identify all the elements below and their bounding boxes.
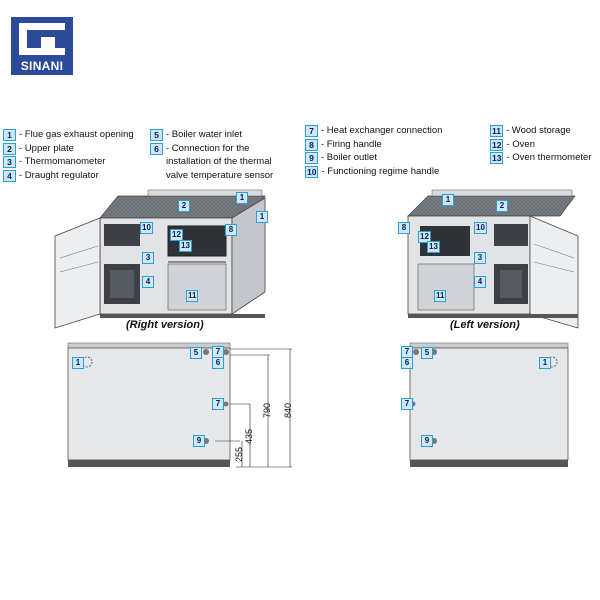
legend-item-5: 5- Boiler water inlet: [150, 128, 273, 142]
callout-6-rear-right: 6: [212, 357, 224, 369]
callout-10-right: 10: [140, 222, 153, 234]
inlet-5-right: [203, 349, 209, 355]
upper-plate-left: [407, 195, 576, 217]
legend-column-2: 5- Boiler water inlet 6- Connection for …: [150, 128, 273, 182]
dimension-435: 435: [244, 428, 254, 444]
callout-8-left: 8: [398, 222, 410, 234]
rear-top-left: [409, 342, 569, 349]
callout-5-rear-right: 5: [190, 347, 202, 359]
open-door-right: [529, 215, 579, 329]
firebox-window-left: [500, 270, 522, 298]
caption-left-version: (Left version): [450, 319, 520, 331]
callout-1-right: 1: [236, 192, 248, 204]
callout-7-rear-right: 7: [212, 398, 224, 410]
right-version-view: [54, 189, 266, 329]
legend-column-4: 11- Wood storage 12- Oven 13- Oven therm…: [490, 124, 591, 165]
left-version-view: [407, 189, 579, 329]
callout-10-left: 10: [474, 222, 487, 234]
top-back-rail-right: [147, 189, 263, 197]
legend-item-12: 12- Oven: [490, 138, 535, 151]
firebox-window-right: [110, 270, 134, 298]
callout-7-top-rear-left: 7: [401, 346, 413, 358]
conn-7-top-left: [413, 349, 419, 355]
callout-7-top-rear-right: 7: [212, 346, 224, 358]
callout-1-rear-right: 1: [72, 357, 84, 369]
upper-door-left: [494, 224, 528, 246]
conn-7-right: [223, 401, 229, 407]
open-door-left: [54, 217, 101, 329]
legend-item-7: 7- Heat exchanger connection: [305, 124, 442, 138]
callout-13-left: 13: [427, 241, 440, 253]
right-rear-view: [67, 342, 292, 468]
base-right: [100, 314, 265, 318]
callout-12-right: 12: [170, 229, 183, 241]
legend-item-9: 9- Boiler outlet: [305, 151, 442, 165]
callout-1-left: 1: [442, 194, 454, 206]
rear-top-right: [67, 342, 231, 349]
callout-11-left: 11: [434, 290, 447, 302]
legend-item-4: 4- Draught regulator: [3, 169, 134, 183]
callout-4-left: 4: [474, 276, 486, 288]
logo-mark: [19, 23, 65, 55]
legend-item-1: 1- Flue gas exhaust opening: [3, 128, 134, 142]
legend-item-11: 11- Wood storage: [490, 125, 571, 137]
callout-6-rear-left: 6: [401, 357, 413, 369]
base-left: [408, 314, 578, 318]
callout-1b-right: 1: [256, 211, 268, 223]
legend-item-10: 10- Functioning regime handle: [305, 165, 440, 178]
dimension-790: 790: [262, 402, 272, 418]
callout-5-rear-left: 5: [421, 347, 433, 359]
caption-right-version: (Right version): [126, 319, 204, 331]
wood-storage-left: [417, 263, 475, 311]
rear-base-left: [410, 460, 568, 467]
callout-1-rear-left: 1: [539, 357, 551, 369]
callout-2-right: 2: [178, 200, 190, 212]
callout-4-right: 4: [142, 276, 154, 288]
callout-2-left: 2: [496, 200, 508, 212]
callout-9-rear-right: 9: [193, 435, 205, 447]
legend-column-1: 1- Flue gas exhaust opening 2- Upper pla…: [3, 128, 134, 182]
legend-item-8: 8- Firing handle: [305, 138, 442, 152]
boiler-side-right: [231, 197, 266, 315]
upper-door-right: [104, 224, 140, 246]
callout-9-rear-left: 9: [421, 435, 433, 447]
conn-7-top-right: [223, 349, 229, 355]
dimension-840: 840: [283, 402, 293, 418]
callout-7-rear-left: 7: [401, 398, 413, 410]
legend-item-3: 3- Thermomanometer: [3, 155, 134, 169]
callout-12-left: 12: [418, 231, 431, 243]
callout-3-right: 3: [142, 252, 154, 264]
legend-item-6: 6- Connection for the installation of th…: [150, 142, 273, 183]
dimension-lines: [215, 348, 292, 468]
rear-base-right: [68, 460, 230, 467]
callout-3-left: 3: [474, 252, 486, 264]
top-back-rail-left: [431, 189, 573, 197]
callout-13-right: 13: [179, 240, 192, 252]
wood-storage-right: [167, 263, 227, 311]
legend-item-13: 13- Oven thermometer: [490, 152, 592, 165]
dimension-255: 255: [234, 446, 244, 462]
legend-item-2: 2- Upper plate: [3, 142, 134, 156]
callout-11-right: 11: [186, 290, 199, 302]
sinani-logo: SINANI: [11, 17, 73, 75]
legend-column-3: 7- Heat exchanger connection 8- Firing h…: [305, 124, 442, 178]
callout-8-right: 8: [225, 224, 237, 236]
logo-text: SINANI: [20, 59, 64, 73]
